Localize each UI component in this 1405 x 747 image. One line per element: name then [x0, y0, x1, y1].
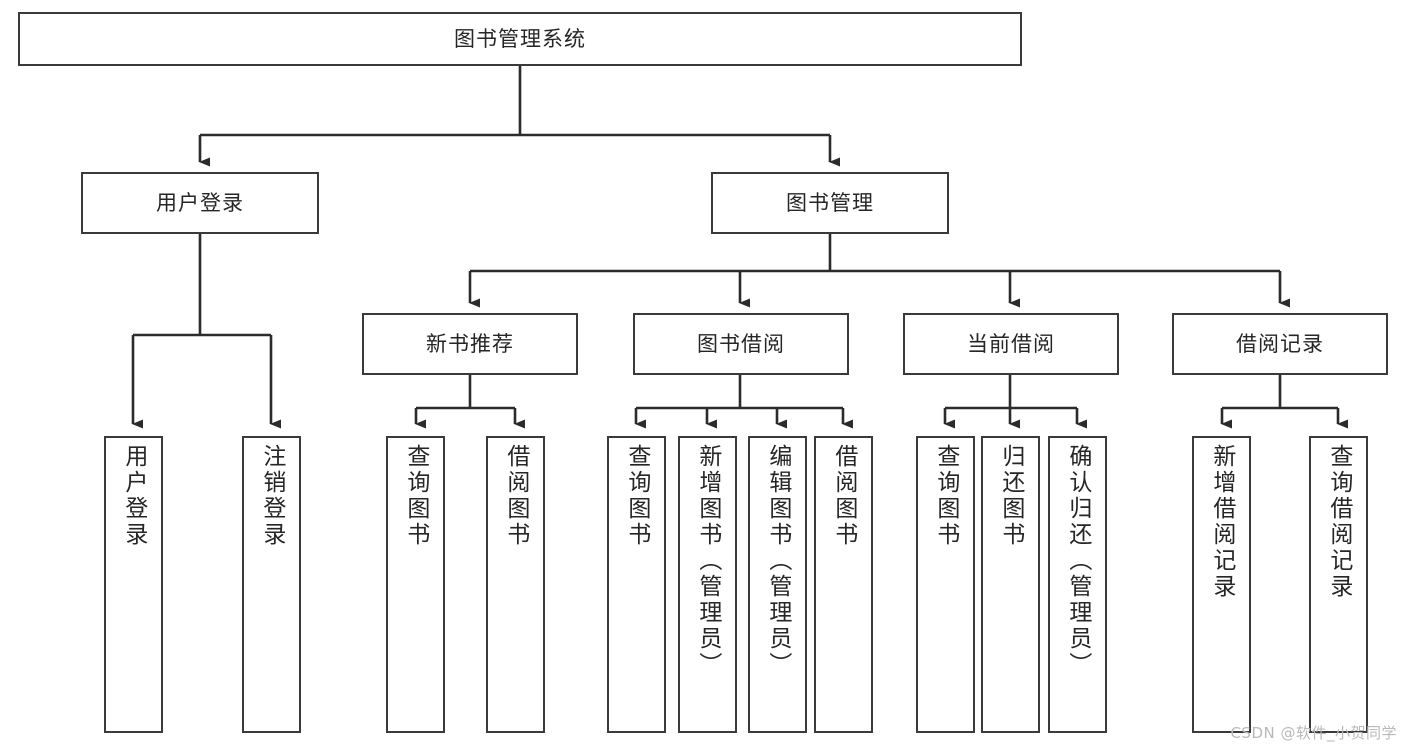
leaf-add-borrow-record[interactable]: 新增借阅记录 — [1192, 436, 1251, 733]
node-label: 图书借阅 — [697, 331, 785, 356]
node-label: 借阅图书 — [830, 444, 857, 548]
node-root-system[interactable]: 图书管理系统 — [18, 12, 1022, 66]
node-label: 图书管理 — [786, 190, 874, 215]
node-label: 借阅图书 — [502, 444, 529, 548]
node-book-management[interactable]: 图书管理 — [711, 172, 949, 234]
node-label: 查询图书 — [623, 444, 650, 548]
node-label: 注销登录 — [258, 444, 285, 548]
node-label: 编辑图书（管理员） — [764, 444, 791, 678]
node-label: 查询图书 — [932, 444, 959, 548]
node-book-borrow[interactable]: 图书借阅 — [633, 313, 849, 375]
node-label: 确认归还（管理员） — [1064, 444, 1091, 678]
leaf-borrow-book-recommend[interactable]: 借阅图书 — [486, 436, 545, 733]
leaf-logout-login[interactable]: 注销登录 — [242, 436, 301, 733]
node-label: 借阅记录 — [1236, 331, 1324, 356]
leaf-borrow-book[interactable]: 借阅图书 — [814, 436, 873, 733]
leaf-query-book-recommend[interactable]: 查询图书 — [386, 436, 445, 733]
node-current-borrow[interactable]: 当前借阅 — [903, 313, 1119, 375]
watermark: CSDN @软件_小贺同学 — [1230, 724, 1397, 742]
leaf-query-book-borrow[interactable]: 查询图书 — [607, 436, 666, 733]
leaf-user-login[interactable]: 用户登录 — [104, 436, 163, 733]
node-user-login[interactable]: 用户登录 — [81, 172, 319, 234]
node-label: 归还图书 — [997, 444, 1024, 548]
node-label: 用户登录 — [120, 444, 147, 548]
node-label: 图书管理系统 — [454, 26, 586, 51]
node-label: 当前借阅 — [967, 331, 1055, 356]
leaf-return-book[interactable]: 归还图书 — [981, 436, 1040, 733]
node-label: 新增借阅记录 — [1208, 444, 1235, 600]
node-new-book-recommend[interactable]: 新书推荐 — [362, 313, 578, 375]
node-label: 新书推荐 — [426, 331, 514, 356]
node-label: 新增图书（管理员） — [694, 444, 721, 678]
node-label: 用户登录 — [156, 190, 244, 215]
leaf-confirm-return[interactable]: 确认归还（管理员） — [1048, 436, 1107, 733]
node-label: 查询借阅记录 — [1325, 444, 1352, 600]
leaf-query-borrow-record[interactable]: 查询借阅记录 — [1309, 436, 1368, 733]
leaf-add-book[interactable]: 新增图书（管理员） — [678, 436, 737, 733]
leaf-query-book-current[interactable]: 查询图书 — [916, 436, 975, 733]
node-label: 查询图书 — [402, 444, 429, 548]
node-borrow-record[interactable]: 借阅记录 — [1172, 313, 1388, 375]
leaf-edit-book[interactable]: 编辑图书（管理员） — [748, 436, 807, 733]
